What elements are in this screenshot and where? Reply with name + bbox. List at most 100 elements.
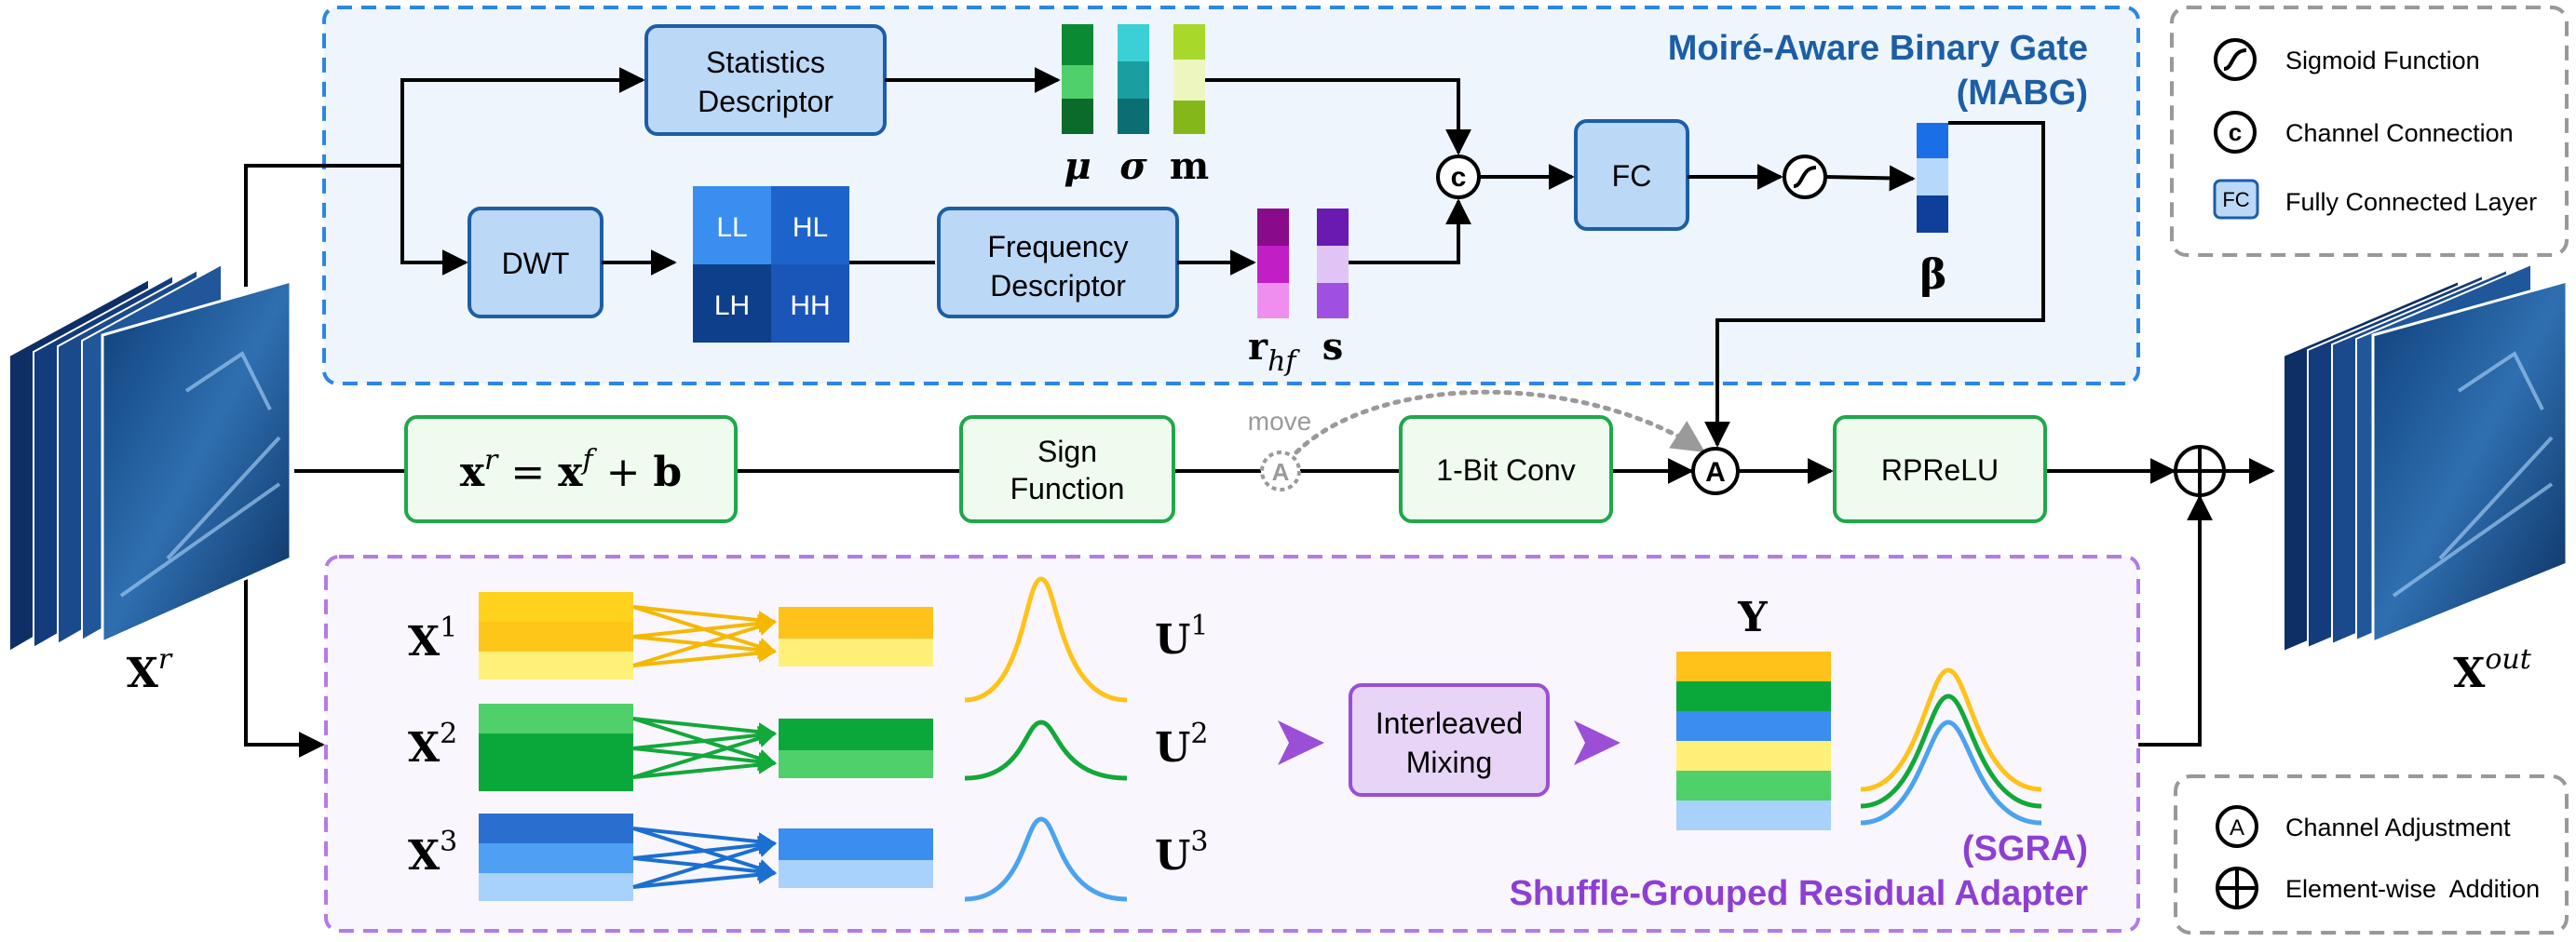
m-vector-2	[1173, 60, 1205, 101]
mabg-connections	[244, 67, 2045, 448]
residual-shift-block	[404, 415, 738, 523]
mu-vector-3	[1062, 99, 1093, 134]
residual-shift-equation: xr = xf + b	[460, 444, 682, 496]
group-3-mapping	[632, 827, 777, 889]
group-1-input	[479, 592, 633, 680]
beta-vector	[1917, 123, 1948, 233]
main-line	[244, 458, 2275, 758]
subband-hl	[771, 186, 849, 264]
x3-label: X3	[408, 826, 457, 880]
u2-label-u: U	[1155, 724, 1190, 772]
sigma-label: σ	[1119, 144, 1147, 188]
rprelu-label: RPReLU	[1881, 453, 1999, 487]
output-feature-stack	[2283, 262, 2569, 653]
legend-plus-icon	[2217, 868, 2257, 908]
mix-out-arrow-icon	[1574, 720, 1620, 765]
input-image-detail	[119, 351, 281, 598]
u1-label: U1	[1155, 610, 1208, 664]
legend-sigmoid-label: Sigmoid Function	[2285, 47, 2480, 74]
moved-adjust-symbol: A	[1272, 458, 1290, 486]
sign-function-block	[959, 415, 1175, 523]
beta-label: β	[1919, 251, 1946, 299]
legend-adjust-symbol: A	[2230, 815, 2244, 841]
legend-fc-icon	[2213, 179, 2259, 220]
subband-hh	[771, 264, 849, 343]
beta-vector-1	[1917, 123, 1948, 158]
u2-label-sup: 2	[1190, 718, 1208, 750]
mixed-output-stack	[1676, 652, 1831, 830]
legend-sigmoid-icon	[2223, 48, 2247, 71]
beta-vector-3	[1917, 195, 1948, 233]
group-2-input	[479, 704, 633, 791]
output-label-sup: out	[2485, 643, 2531, 676]
group-1-mapping	[632, 605, 777, 667]
rhf-label-sub: hf	[1268, 345, 1300, 378]
y-curve-blue	[1860, 720, 2042, 826]
y-ch-2	[1676, 681, 1831, 711]
x1-label-x: X	[408, 618, 441, 666]
sgra-title: (SGRA)	[1962, 829, 2088, 868]
x3-label-sup: 3	[440, 826, 457, 858]
sigmoid-icon	[1793, 166, 1817, 188]
group-3-ch-3	[479, 873, 633, 901]
interleaved-mixing-label: Interleaved	[1376, 706, 1523, 740]
mu-vector-2	[1062, 65, 1093, 99]
subband-hh-label: HH	[790, 290, 830, 321]
sign-function-label: Sign	[1037, 435, 1097, 468]
m-label: m	[1170, 144, 1209, 188]
group-2-out-2	[779, 750, 933, 778]
y-ch-6	[1676, 801, 1831, 830]
s-vector-3	[1317, 283, 1349, 318]
group-2-ch-1	[479, 704, 633, 733]
x2-label-x: X	[408, 724, 441, 772]
channel-adjust-symbol: A	[1705, 457, 1726, 488]
rhf-vector-2	[1257, 246, 1289, 283]
group-3-ch-2	[479, 843, 633, 873]
one-bit-conv-label: 1-Bit Conv	[1436, 453, 1575, 487]
u3-curve	[964, 816, 1128, 902]
rhf-vector-3	[1257, 283, 1289, 318]
legend-connection-circle	[2214, 111, 2257, 154]
group-2-output	[779, 719, 933, 778]
eq-xf: x	[558, 449, 583, 496]
y-curve-green	[1860, 693, 2042, 809]
u1-label-sup: 1	[1190, 610, 1208, 642]
one-bit-conv-block	[1399, 415, 1613, 523]
x1-label: X1	[408, 612, 457, 666]
input-label-x: X	[127, 650, 159, 697]
m-vector-1	[1173, 24, 1205, 60]
eq-equals: =	[497, 449, 558, 496]
y-label: Y	[1737, 594, 1768, 641]
y-curve-yellow	[1860, 667, 2042, 792]
eq-plus: +	[593, 449, 654, 496]
interleaved-mixing-block	[1349, 683, 1550, 797]
legend-adjust-circle	[2216, 805, 2258, 848]
s-vector-1	[1317, 209, 1349, 246]
group-3-output	[779, 828, 933, 888]
subband-lh	[693, 264, 771, 343]
move-label: move	[1248, 407, 1311, 436]
group-1-output	[779, 607, 933, 666]
input-feature-stack	[8, 262, 292, 653]
mu-vector-1	[1062, 24, 1093, 65]
interleaved-mixing-label-2: Mixing	[1406, 746, 1492, 779]
subband-hl-label: HL	[793, 212, 828, 243]
sign-function-label-2: Function	[1010, 472, 1125, 505]
group-3-out-2	[779, 860, 933, 888]
x3-label-x: X	[408, 832, 441, 880]
group-3-out-1	[779, 828, 933, 860]
mabg-title: Moiré-Aware Binary Gate	[1668, 29, 2088, 68]
dwt-label: DWT	[502, 247, 570, 280]
group-1-ch-1	[479, 592, 633, 622]
mu-label: μ	[1064, 144, 1091, 188]
output-label: Xout	[2453, 643, 2532, 697]
group-2-out-1	[779, 719, 933, 750]
statistics-descriptor-label-2: Descriptor	[698, 85, 834, 118]
u1-curve	[964, 576, 1128, 703]
y-ch-5	[1676, 771, 1831, 801]
rhf-label-r: r	[1248, 325, 1268, 369]
legend-adjust-label: Channel Adjustment	[2285, 814, 2511, 841]
channel-connection-symbol: c	[1451, 162, 1467, 193]
legend-connection-label: Channel Connection	[2285, 119, 2514, 147]
